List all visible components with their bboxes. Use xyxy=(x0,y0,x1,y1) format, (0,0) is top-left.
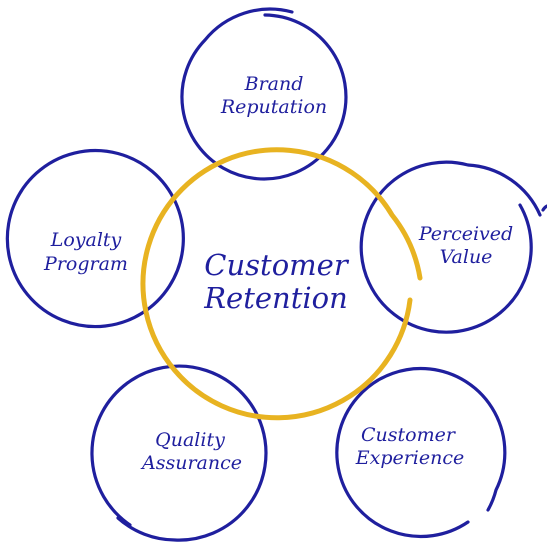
node-circle-perceived-value xyxy=(359,160,542,334)
node-customer-experience: Customer Experience xyxy=(335,366,507,539)
node-label-loyalty-line2: Program xyxy=(43,253,128,275)
center-label-line2: Retention xyxy=(203,281,348,315)
center-label-line1: Customer xyxy=(204,248,350,282)
node-label-experience-line1: Customer xyxy=(361,424,457,446)
edge-circle-fragment xyxy=(541,204,547,212)
node-circle-quality-assurance xyxy=(90,364,268,542)
node-label-experience-line2: Experience xyxy=(355,447,465,469)
node-circle-loyalty-program xyxy=(5,149,185,329)
node-brand-reputation: Brand Reputation xyxy=(180,7,348,181)
node-label-brand-line2: Reputation xyxy=(220,96,327,118)
node-perceived-value: Perceived Value xyxy=(359,160,542,334)
node-label-brand-line1: Brand xyxy=(244,73,304,95)
node-label-quality-line1: Quality xyxy=(155,429,225,451)
node-circle-brand-reputation xyxy=(180,7,348,181)
node-label-perceived-line2: Value xyxy=(440,246,493,268)
node-label-perceived-line1: Perceived xyxy=(418,223,513,245)
center-node-customer-retention: Customer Retention xyxy=(140,147,423,421)
node-quality-assurance: Quality Assurance xyxy=(90,364,268,542)
node-label-quality-line2: Assurance xyxy=(140,452,242,474)
center-circle xyxy=(140,147,423,421)
node-circle-customer-experience xyxy=(335,366,507,539)
node-loyalty-program: Loyalty Program xyxy=(5,149,185,329)
node-label-loyalty-line1: Loyalty xyxy=(50,229,122,251)
